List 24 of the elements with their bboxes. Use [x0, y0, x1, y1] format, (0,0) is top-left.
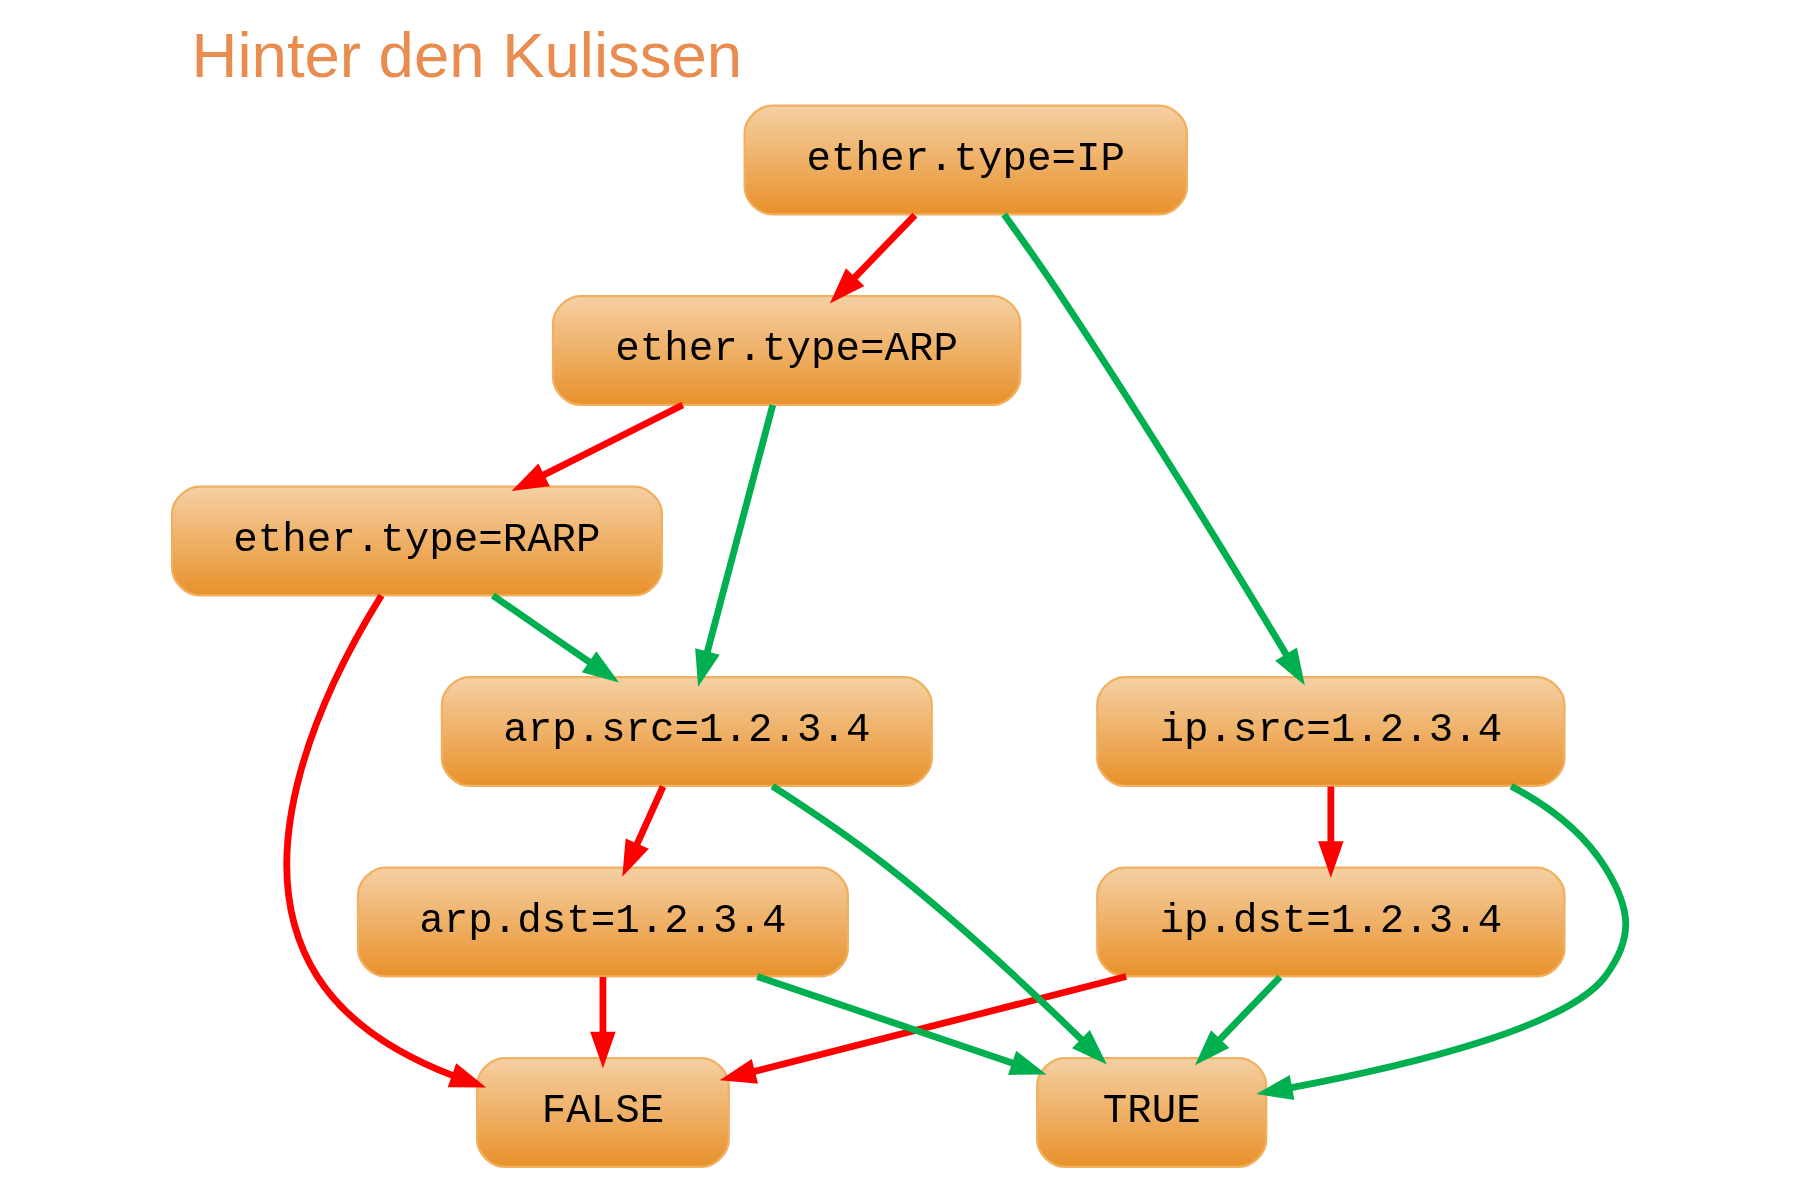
arrow — [756, 973, 1047, 1075]
node-box: arp.src=1.2.3.4 — [440, 675, 933, 788]
node-box: arp.dst=1.2.3.4 — [356, 866, 849, 978]
arrow — [829, 212, 918, 304]
node-box: TRUE — [1036, 1056, 1268, 1168]
node-box: ether.type=IP — [743, 104, 1188, 216]
arrow — [590, 977, 616, 1069]
arrow — [1194, 974, 1283, 1066]
arrow — [719, 973, 1127, 1084]
arrow — [1001, 212, 1305, 686]
arrow — [1256, 783, 1630, 1101]
arrow — [490, 592, 620, 683]
node-box: FALSE — [475, 1056, 730, 1168]
node-box: ip.dst=1.2.3.4 — [1096, 866, 1566, 978]
arrow — [1318, 786, 1344, 878]
arrow — [695, 404, 777, 687]
arrow — [283, 593, 487, 1088]
arrow — [622, 785, 667, 877]
node-box: ether.type=RARP — [170, 485, 664, 597]
diagram-title: Hinter den Kulissen — [191, 20, 743, 91]
arrow — [770, 783, 1107, 1065]
arrow — [511, 402, 685, 492]
node-box: ip.src=1.2.3.4 — [1096, 675, 1566, 788]
node-box: ether.type=ARP — [551, 294, 1022, 407]
